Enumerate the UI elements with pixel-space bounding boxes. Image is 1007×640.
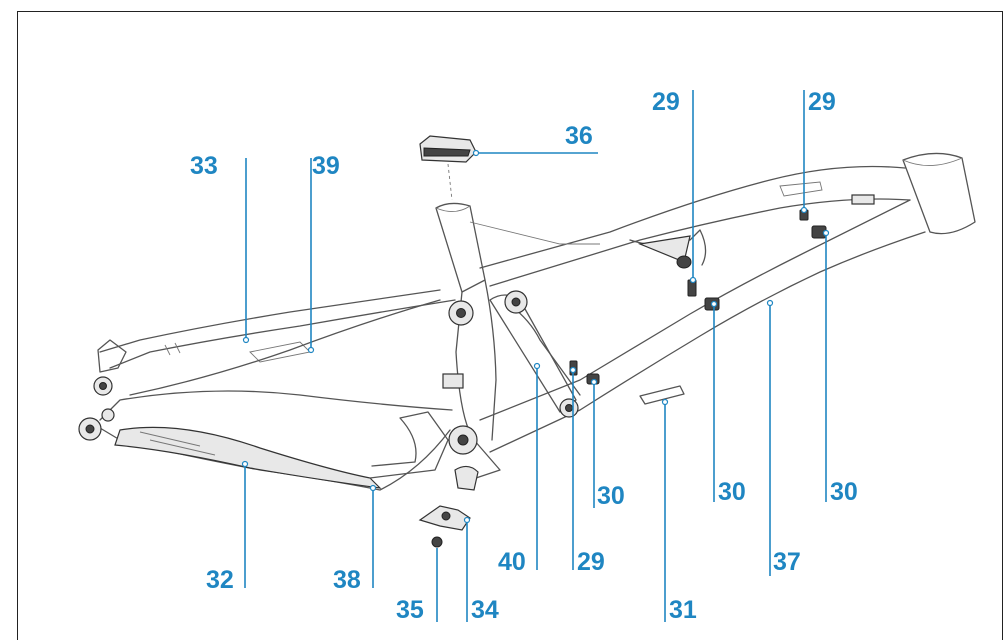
diagram-border: [17, 11, 1003, 640]
callout-37: 37: [773, 548, 801, 576]
callout-labels: 33 39 36 29 29 30 30 30 32 38 40 29 37 3…: [190, 88, 858, 624]
callout-34: 34: [471, 596, 499, 624]
callout-32: 32: [206, 566, 234, 594]
callout-30-middle: 30: [718, 478, 746, 506]
callout-29-top-right: 29: [808, 88, 836, 116]
callout-31: 31: [669, 596, 697, 624]
callout-30-left: 30: [597, 482, 625, 510]
leader-lines: [241, 90, 830, 622]
callout-29-bottom: 29: [577, 548, 605, 576]
callout-30-right: 30: [830, 478, 858, 506]
callout-40: 40: [498, 548, 526, 576]
callout-33: 33: [190, 152, 218, 180]
callout-36: 36: [565, 122, 593, 150]
callout-35: 35: [396, 596, 424, 624]
callout-29-top-left: 29: [652, 88, 680, 116]
callout-38: 38: [333, 566, 361, 594]
callout-39: 39: [312, 152, 340, 180]
bike-frame-illustration: [78, 135, 976, 548]
